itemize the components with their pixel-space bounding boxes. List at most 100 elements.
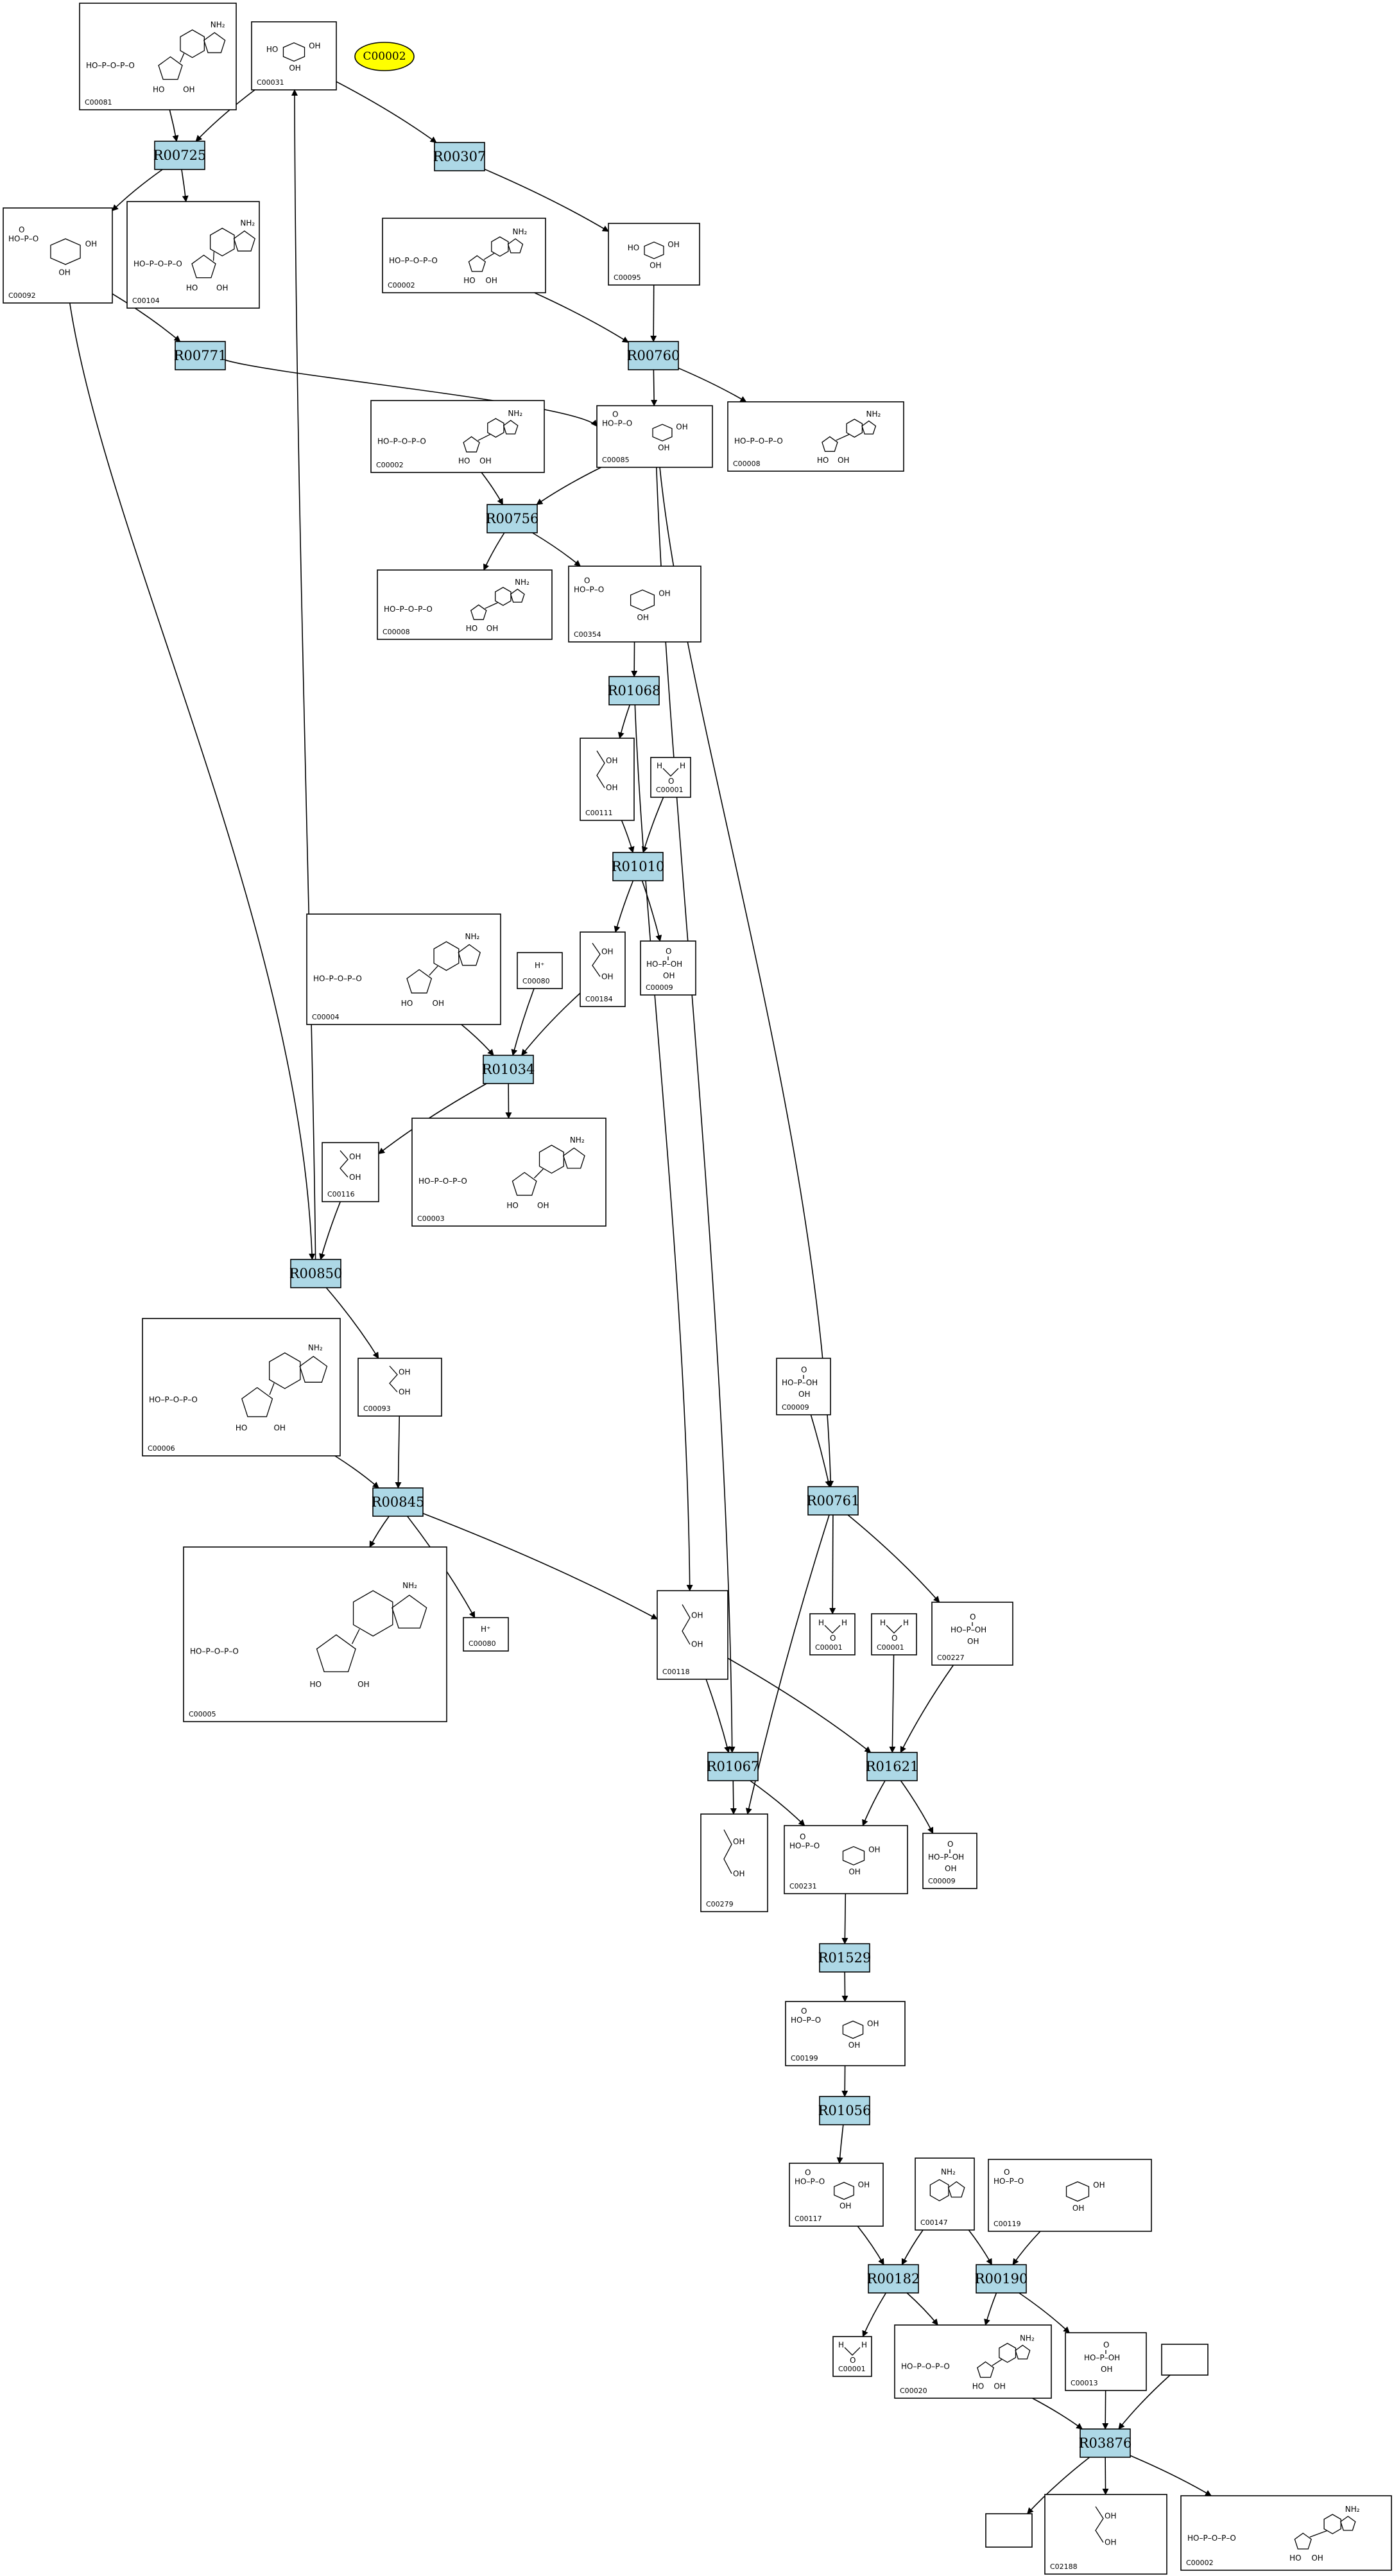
reaction-node[interactable]: R01010 xyxy=(612,852,665,881)
edge-c00147-r00190 xyxy=(968,2229,993,2265)
reaction-node[interactable]: R00845 xyxy=(372,1487,425,1517)
compound-id: C00093 xyxy=(363,1405,391,1413)
reaction-node[interactable]: R01621 xyxy=(866,1752,919,1781)
reaction-node[interactable]: R01056 xyxy=(818,2096,872,2125)
reaction-node[interactable]: R00756 xyxy=(486,504,539,533)
reaction-node[interactable]: R00307 xyxy=(433,142,486,171)
svg-text:OH: OH xyxy=(289,64,300,73)
compound-node[interactable]: H⁺C00080 xyxy=(463,1617,509,1652)
reaction-node[interactable]: R01067 xyxy=(707,1752,760,1781)
compound-node[interactable] xyxy=(985,2513,1033,2548)
reaction-node[interactable]: R03876 xyxy=(1079,2428,1132,2458)
compound-node[interactable]: H⁺C00080 xyxy=(517,952,563,989)
svg-text:O: O xyxy=(666,947,671,956)
svg-text:OH: OH xyxy=(994,2382,1005,2391)
edge-r00771-c00085 xyxy=(225,359,598,427)
compound-box xyxy=(650,757,691,798)
compound-box xyxy=(789,2163,884,2227)
reaction-node[interactable]: R01529 xyxy=(818,1943,872,1973)
edge-c00001a-r01010 xyxy=(641,797,664,853)
highlight-node[interactable]: C00002 xyxy=(354,42,415,71)
edge-r01621-c00009c xyxy=(900,1780,934,1834)
reaction-node[interactable]: R01034 xyxy=(482,1055,535,1084)
reaction-node[interactable]: R00190 xyxy=(975,2264,1028,2294)
svg-text:OH: OH xyxy=(691,1611,703,1620)
reaction-box xyxy=(707,1752,759,1781)
svg-text:O: O xyxy=(830,1634,836,1643)
compound-box xyxy=(1044,2494,1167,2575)
svg-text:H: H xyxy=(818,1618,824,1627)
svg-text:OH: OH xyxy=(433,999,444,1008)
reaction-box xyxy=(628,341,679,370)
svg-text:OH: OH xyxy=(839,2202,851,2211)
reaction-node[interactable]: R00182 xyxy=(867,2264,920,2294)
svg-text:NH₂: NH₂ xyxy=(570,1136,585,1145)
reaction-box xyxy=(866,1752,918,1781)
compound-id: C00001 xyxy=(838,2365,866,2373)
compound-id: C00117 xyxy=(795,2215,822,2223)
svg-text:HO: HO xyxy=(401,999,413,1008)
compound-id: C00002 xyxy=(388,281,415,290)
compound-box xyxy=(596,405,713,468)
reaction-label: R00845 xyxy=(372,1494,425,1510)
svg-text:OH: OH xyxy=(537,1201,549,1210)
svg-text:HO–P–O–P–O: HO–P–O–P–O xyxy=(384,605,433,614)
edge-r03876-c00002c xyxy=(1130,2455,1212,2496)
svg-text:HO: HO xyxy=(972,2382,984,2391)
compound-id: C00092 xyxy=(8,291,36,300)
compound-id: C00001 xyxy=(877,1643,904,1652)
compound-node[interactable] xyxy=(1161,2344,1209,2376)
reaction-label: R00182 xyxy=(867,2271,920,2286)
edge-r00190-c00020 xyxy=(984,2292,997,2326)
svg-text:HO: HO xyxy=(463,276,475,285)
reaction-node[interactable]: R00771 xyxy=(174,341,227,370)
reaction-node[interactable]: R00761 xyxy=(807,1486,860,1516)
reaction-node[interactable]: R00725 xyxy=(153,141,207,170)
compound-id: C00116 xyxy=(327,1190,355,1198)
svg-text:HO–P–O: HO–P–O xyxy=(574,585,604,594)
reaction-node[interactable]: R00760 xyxy=(627,341,680,370)
reaction-node[interactable]: R01068 xyxy=(608,676,661,705)
reaction-node[interactable]: R00850 xyxy=(289,1259,343,1288)
edge-c00009b-r00761 xyxy=(810,1414,832,1487)
compound-box xyxy=(608,223,700,286)
